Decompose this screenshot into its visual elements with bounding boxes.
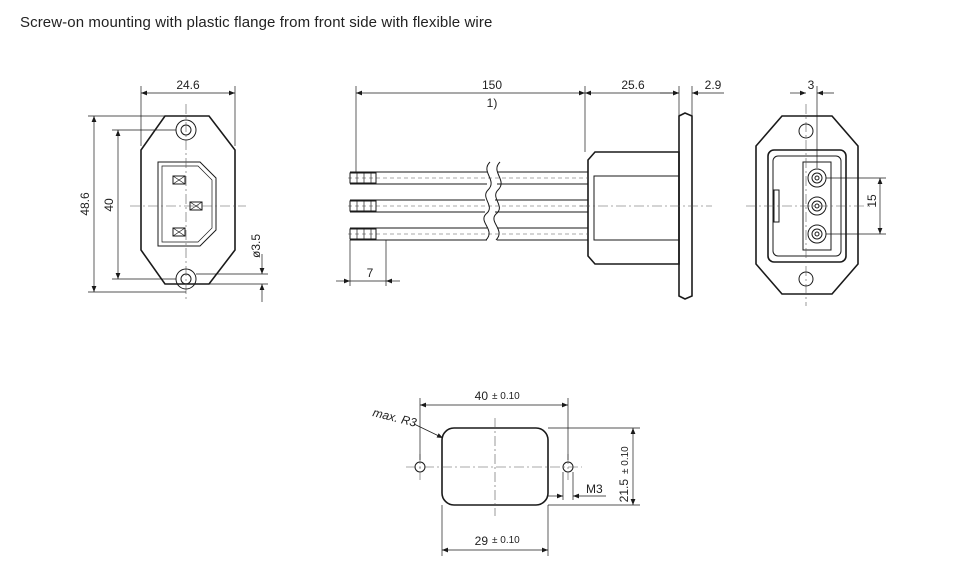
cutout-radius-label: max. R3 <box>371 405 418 429</box>
front-pins <box>172 175 203 237</box>
side-body-inner <box>593 175 680 241</box>
cutout-hole-spacing-tol: ± 0.10 <box>492 391 520 402</box>
side-strip-label: 7 <box>367 266 374 280</box>
side-wires <box>348 161 588 241</box>
cutout-hole-spacing-label: 40 <box>475 389 489 403</box>
cutout-height-label: 21.5 <box>617 479 631 503</box>
side-length-label: 150 <box>482 78 502 92</box>
rear-view: 3 15 <box>746 78 886 306</box>
page-title: Screw-on mounting with plastic flange fr… <box>20 14 493 31</box>
panel-cutout: 40 ± 0.10 29 ± 0.10 21.5 ± 0.10 max. R3 … <box>371 389 640 556</box>
front-inner-height-label: 40 <box>102 198 116 212</box>
cutout-width-label: 29 <box>475 534 489 548</box>
cutout-thread-label: M3 <box>586 482 603 496</box>
side-body-label: 25.6 <box>621 78 645 92</box>
rear-flange-outline <box>755 115 859 295</box>
rear-pitch-label: 15 <box>865 194 879 208</box>
front-view: 24.6 48.6 40 ø3.5 <box>78 78 268 302</box>
front-hole-label: ø3.5 <box>249 234 263 258</box>
front-flange-outline <box>140 115 236 285</box>
front-socket-cavity <box>157 161 217 247</box>
cutout-width-tol: ± 0.10 <box>492 535 520 546</box>
side-flange-label: 2.9 <box>705 78 722 92</box>
front-outer-height-label: 48.6 <box>78 192 92 216</box>
side-body <box>587 151 680 265</box>
side-note-label: 1) <box>487 96 498 110</box>
side-view: 150 1) 25.6 2.9 7 <box>336 78 724 300</box>
rear-offset-label: 3 <box>808 78 815 92</box>
front-socket-cavity-inner <box>161 165 213 243</box>
front-width-label: 24.6 <box>176 78 200 92</box>
side-flange <box>678 112 693 300</box>
cutout-height-tol: ± 0.10 <box>620 446 631 474</box>
